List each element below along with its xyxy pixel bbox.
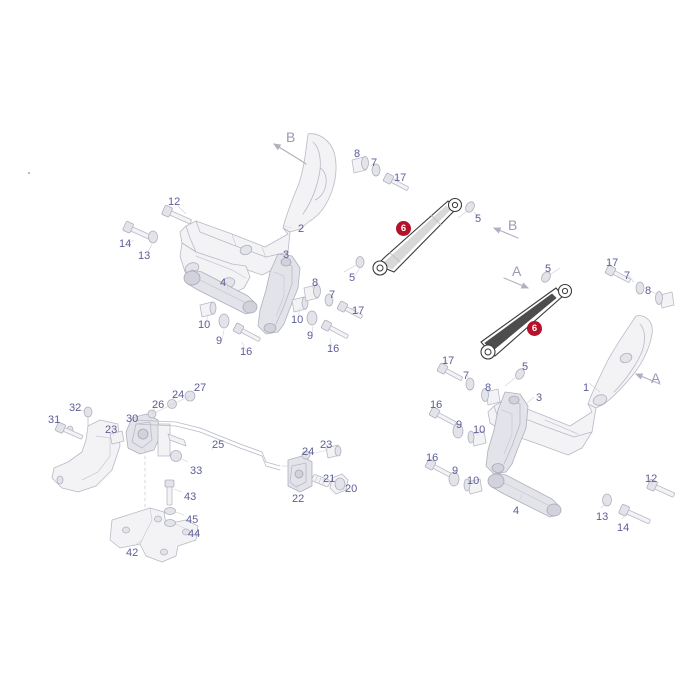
callout-13-lower-right: 13: [596, 511, 609, 523]
callout-16-lower-right-b: 16: [426, 452, 439, 464]
callout-5-center-right: 5: [545, 263, 552, 275]
section-marker-b-center: B: [508, 217, 518, 233]
callout-33-lower-left: 33: [190, 465, 203, 477]
callout-7-upper: 7: [329, 289, 336, 301]
callout-12-lower-right: 12: [645, 473, 658, 485]
callout-8-upper: 8: [312, 277, 319, 289]
callout-5-upper-right-strut: 5: [475, 213, 482, 225]
callout-10-lower-right-a: 10: [473, 424, 486, 436]
callout-1-bracket-right: 1: [583, 382, 590, 394]
callout-4-upper: 4: [220, 277, 227, 289]
callout-14-upper-left: 14: [119, 238, 132, 250]
callout-42-lower-left: 42: [126, 547, 139, 559]
callout-9-upper-left: 9: [216, 335, 223, 347]
bracket-assembly-bottom-center: [282, 444, 349, 495]
callout-16-upper-left: 16: [240, 346, 253, 358]
section-marker-b-upper-left: B: [286, 129, 296, 145]
callout-8-top: 8: [354, 148, 361, 160]
callout-31-lower-left: 31: [48, 414, 61, 426]
control-arm-right: [485, 391, 529, 475]
callout-21-bottom-center: 21: [323, 473, 336, 485]
link-rod-upper-left: [183, 269, 258, 315]
callout-24-bottom-center: 24: [302, 446, 315, 458]
registration-mark: [28, 172, 30, 174]
callout-30-lower-left: 30: [126, 413, 139, 425]
callout-17-upper: 17: [352, 305, 365, 317]
callout-10-upper-right: 10: [291, 314, 304, 326]
bracket-assembly-upper-left: [179, 133, 337, 295]
callout-8-lower-right: 8: [485, 382, 492, 394]
callout-10-lower-right-b: 10: [467, 475, 480, 487]
highlight-badge-6-right[interactable]: 6: [527, 321, 542, 336]
callout-17-top: 17: [394, 172, 407, 184]
pins-near-struts: [457, 201, 561, 387]
section-marker-a-center: A: [512, 263, 522, 279]
link-rod-right: [487, 472, 562, 518]
fasteners-upper-left: [122, 156, 409, 342]
callout-32-lower-left: 32: [69, 402, 82, 414]
callout-2-bracket-upper: 2: [298, 223, 305, 235]
section-marker-a-right: A: [651, 370, 661, 386]
callout-23-bottom-center: 23: [320, 439, 333, 451]
callout-9-upper-right: 9: [307, 330, 314, 342]
callout-5-upper-left-strut: 5: [349, 272, 356, 284]
callout-45-lower-left: 45: [186, 514, 199, 526]
callout-7-right-top: 7: [624, 270, 631, 282]
callout-43-lower-left: 43: [184, 491, 197, 503]
callout-26-lower-left: 26: [152, 399, 165, 411]
callout-14-lower-right: 14: [617, 522, 630, 534]
callout-27-lower-left: 27: [194, 382, 207, 394]
callout-4-lower-right: 4: [513, 505, 520, 517]
highlight-badge-6-left[interactable]: 6: [396, 221, 411, 236]
callout-25-linkage-rod: 25: [212, 439, 225, 451]
callout-20-bottom-center: 20: [345, 483, 358, 495]
callout-3-lower-right: 3: [536, 392, 543, 404]
leader-lines: [56, 152, 657, 547]
callout-8-right-top: 8: [645, 285, 652, 297]
strut-assembly-left: [372, 197, 463, 276]
callout-17-lower-right: 17: [442, 355, 455, 367]
callout-3-upper: 3: [283, 249, 290, 261]
callout-17-right-top: 17: [606, 257, 619, 269]
callout-5-lower-strut: 5: [522, 361, 529, 373]
callout-24-lower-left: 24: [172, 389, 185, 401]
callout-12-upper-left: 12: [168, 196, 181, 208]
linkage-assembly-bottom-left: [51, 390, 281, 563]
fasteners-right: [424, 264, 675, 524]
callout-9-lower-right-b: 9: [452, 465, 459, 477]
callout-44-lower-left: 44: [188, 528, 201, 540]
strut-assembly-right: [480, 283, 573, 360]
callout-10-upper-left: 10: [198, 319, 211, 331]
callout-23-lower-left: 23: [105, 424, 118, 436]
section-arrows: [273, 143, 661, 385]
callout-7-lower-right: 7: [463, 370, 470, 382]
callout-9-lower-right-a: 9: [456, 419, 463, 431]
callout-16-upper-right: 16: [327, 343, 340, 355]
callout-16-lower-right-a: 16: [430, 399, 443, 411]
callout-22-bottom-center: 22: [292, 493, 305, 505]
callout-13-upper-left: 13: [138, 250, 151, 262]
callout-7-top: 7: [371, 157, 378, 169]
